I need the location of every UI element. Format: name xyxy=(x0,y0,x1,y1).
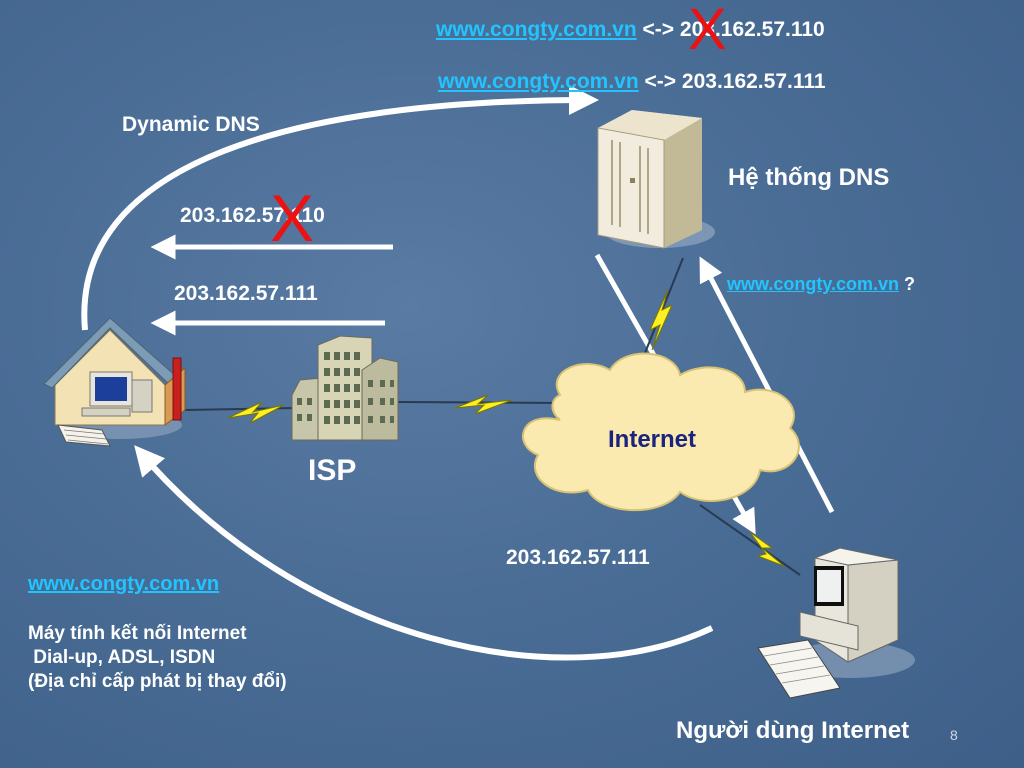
home-computer-icon xyxy=(43,317,186,447)
lightning-icon xyxy=(749,531,785,567)
dns-record-new: www.congty.com.vn <-> 203.162.57.111 xyxy=(438,70,826,94)
lightning-icon xyxy=(648,289,674,351)
dns-query: www.congty.com.vn ? xyxy=(727,274,915,295)
dynamic-dns-arrow xyxy=(81,85,599,331)
home-description-line: (Địa chỉ cấp phát bị thay đổi) xyxy=(28,671,287,692)
dynamic-dns-label: Dynamic DNS xyxy=(122,113,260,136)
isp-building-icon xyxy=(291,335,399,441)
dns-system-label: Hệ thống DNS xyxy=(728,164,890,191)
lightning-icon xyxy=(454,394,513,415)
dns-record-old-domain[interactable]: www.congty.com.vn xyxy=(436,18,637,41)
home-description-line: Máy tính kết nối Internet xyxy=(28,623,247,644)
dns-query-mark: ? xyxy=(904,274,916,294)
dns-record-new-domain[interactable]: www.congty.com.vn xyxy=(438,70,639,93)
home-domain-link[interactable]: www.congty.com.vn xyxy=(28,573,220,595)
user-computer-icon xyxy=(757,547,915,699)
lightning-icon xyxy=(227,401,285,424)
internet-user-label: Người dùng Internet xyxy=(676,717,910,744)
user-to-home-arrow xyxy=(134,445,714,661)
resolved-ip-label: 203.162.57.111 xyxy=(506,546,650,569)
home-domain: www.congty.com.vn xyxy=(28,573,219,596)
dns-record-old-ip: <-> 203.162.57.110 xyxy=(642,18,825,41)
invalid-x-mark: X xyxy=(270,181,315,255)
dns-record-old: www.congty.com.vn <-> 203.162.57.110 xyxy=(436,18,825,42)
internet-cloud-icon xyxy=(522,352,800,512)
isp-label: ISP xyxy=(308,454,357,487)
home-description-line: Dial-up, ADSL, ISDN xyxy=(28,647,216,668)
invalid-x-mark: X xyxy=(688,0,727,62)
user-to-dns-arrow xyxy=(699,256,835,514)
new-ip-label: 203.162.57.111 xyxy=(174,282,318,305)
dns-query-domain[interactable]: www.congty.com.vn xyxy=(727,274,900,294)
slide-number: 8 xyxy=(950,727,958,743)
dns-server-icon xyxy=(597,110,715,249)
dns-record-new-ip: <-> 203.162.57.111 xyxy=(644,70,826,93)
old-ip-label: 203.162.57.110 xyxy=(180,204,325,227)
internet-label: Internet xyxy=(608,426,697,453)
home-description: Máy tính kết nối Internet Dial-up, ADSL,… xyxy=(28,622,287,694)
internet-user-link xyxy=(699,504,801,576)
